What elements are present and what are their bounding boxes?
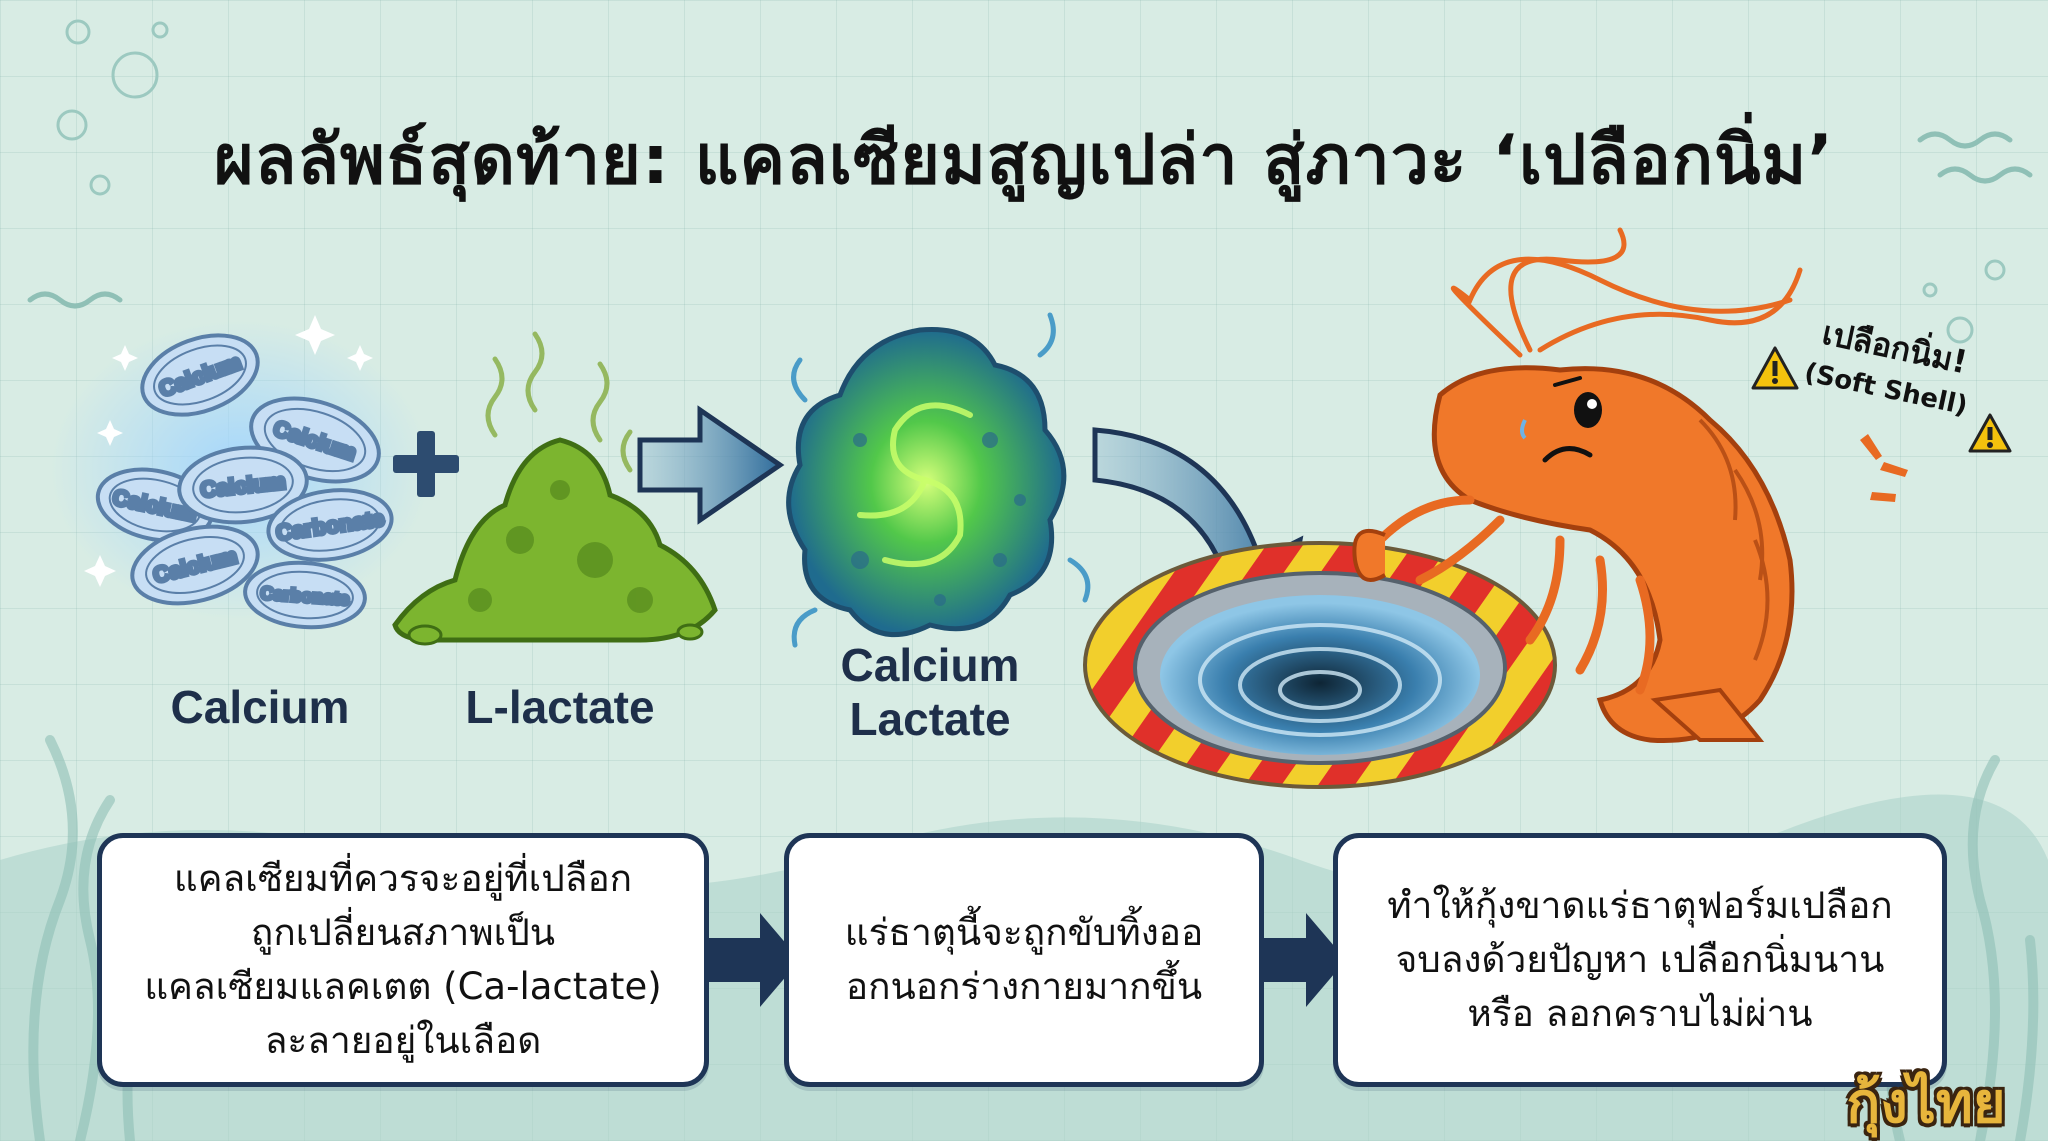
l-lactate-slime-pile xyxy=(392,331,718,646)
shrimp-frown xyxy=(1542,446,1593,463)
l-lactate-label: L-lactate xyxy=(465,681,655,733)
wave-lines xyxy=(27,131,2033,309)
coin: Calcium xyxy=(140,333,260,417)
warning-icon xyxy=(1751,346,1799,390)
warning-icon xyxy=(1968,413,2012,453)
alert-burst-icon xyxy=(1860,434,1908,502)
coin: Calcium xyxy=(177,445,309,525)
info-box-line: จบลงด้วยปัญหา เปลือกนิ่มนาน xyxy=(1395,938,1885,981)
sparkle-icon xyxy=(84,315,373,587)
coin: Carbonate xyxy=(243,560,367,630)
soft-shell-shrimp xyxy=(1352,227,1803,743)
shrimp-legs xyxy=(1375,495,1655,695)
calcium-lactate-swirl xyxy=(786,312,1091,648)
bubbles xyxy=(56,19,2006,344)
page-title: ผลลัพธ์สุดท้าย: แคลเซียมสูญเปล่า สู่ภาวะ… xyxy=(213,121,1835,200)
calcium-coin-pile: Calcium Calcium Calcium Calcium Carbonat… xyxy=(50,315,430,630)
info-box-line: แคลเซียมแลคเตต (Ca-lactate) xyxy=(144,965,662,1008)
info-box-line: แร่ธาตุนี้จะถูกขับทิ้งออ xyxy=(844,911,1204,954)
coin: Carbonate xyxy=(266,488,394,562)
calcium-lactate-label-line: Lactate xyxy=(849,693,1011,745)
soft-shell-warning: เปลือกนิ่ม! (Soft Shell) xyxy=(1751,310,2012,502)
shrimp-claw xyxy=(1352,529,1387,582)
info-box-line: ละลายอยู่ในเลือด xyxy=(264,1019,542,1062)
info-box-calcium-conversion: แคลเซียมที่ควรจะอยู่ที่เปลือก ถูกเปลี่ยน… xyxy=(97,833,709,1087)
shrimp-eye xyxy=(1574,392,1602,428)
info-box-line: ถูกเปลี่ยนสภาพเป็น xyxy=(250,911,556,954)
arrow-right-icon xyxy=(706,913,800,1007)
calcium-lactate-label: Calcium Lactate xyxy=(800,638,1060,746)
calcium-label: Calcium xyxy=(170,681,350,733)
info-box-soft-shell-result: ทำให้กุ้งขาดแร่ธาตุฟอร์มเปลือก จบลงด้วยป… xyxy=(1333,833,1947,1087)
info-box-line: อกนอกร่างกายมากขึ้น xyxy=(845,965,1203,1008)
plus-icon xyxy=(393,431,459,497)
drain-vortex xyxy=(1083,541,1557,789)
info-box-mineral-excretion: แร่ธาตุนี้จะถูกขับทิ้งออ อกนอกร่างกายมาก… xyxy=(784,833,1264,1087)
arrow-right-icon xyxy=(637,405,785,525)
calcium-lactate-label-line: Calcium xyxy=(840,639,1020,691)
arrow-right-icon xyxy=(1262,913,1346,1007)
shrimp-antennae xyxy=(1450,227,1803,358)
coin: Calcium xyxy=(130,524,260,606)
odor-wisps-icon xyxy=(485,331,633,473)
brand-logo: กุ้งไทย xyxy=(1846,1071,2006,1136)
info-box-line: หรือ ลอกคราบไม่ผ่าน xyxy=(1467,992,1813,1035)
info-box-line: ทำให้กุ้งขาดแร่ธาตุฟอร์มเปลือก xyxy=(1387,884,1893,927)
info-box-line: แคลเซียมที่ควรจะอยู่ที่เปลือก xyxy=(173,857,633,900)
